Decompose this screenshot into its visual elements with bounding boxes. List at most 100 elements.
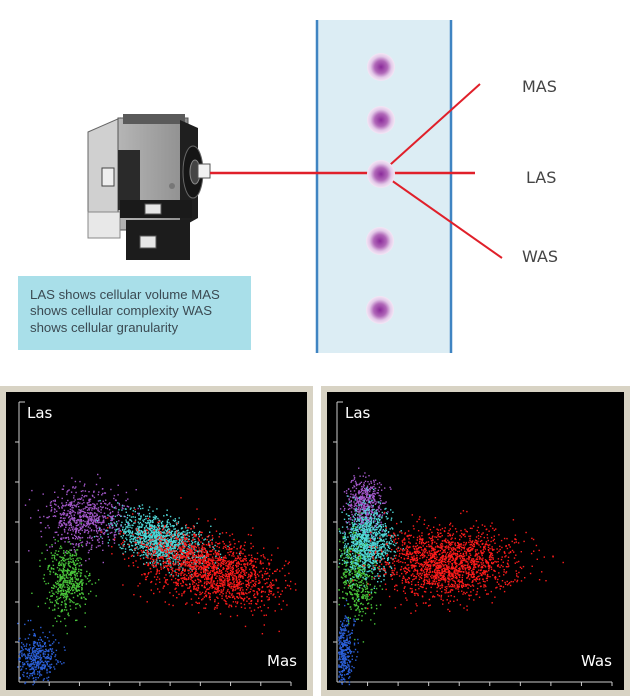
scatter-point bbox=[249, 568, 251, 571]
scatter-point bbox=[219, 553, 222, 555]
scatter-point bbox=[268, 591, 270, 593]
scatter-point bbox=[81, 592, 84, 594]
scatter-point bbox=[288, 572, 290, 575]
scatter-point bbox=[143, 514, 145, 516]
scatter-point bbox=[170, 543, 173, 546]
scatter-point bbox=[242, 560, 245, 562]
scatter-point bbox=[227, 581, 229, 583]
scatter-point bbox=[240, 560, 243, 562]
scatter-point bbox=[101, 515, 104, 517]
scatter-point bbox=[86, 523, 89, 526]
scatter-point bbox=[60, 569, 62, 571]
scatter-point bbox=[360, 557, 362, 560]
scatter-point bbox=[164, 555, 166, 557]
scatter-point bbox=[84, 520, 86, 523]
scatter-point bbox=[344, 652, 346, 654]
scatter-point bbox=[145, 515, 147, 518]
scatter-point bbox=[43, 667, 46, 670]
scatter-point bbox=[64, 564, 66, 566]
scatter-point bbox=[93, 536, 96, 538]
scatter-point bbox=[250, 561, 253, 563]
scatter-point bbox=[118, 504, 121, 506]
scatter-point bbox=[340, 648, 342, 650]
scatter-point bbox=[87, 516, 89, 519]
scatter-point bbox=[193, 527, 195, 529]
scatter-point bbox=[109, 527, 111, 529]
scatter-point bbox=[64, 554, 66, 556]
scatter-point bbox=[174, 571, 177, 574]
scatter-point bbox=[219, 555, 221, 557]
scatter-point bbox=[236, 580, 239, 582]
scatter-point bbox=[123, 515, 125, 518]
scatter-point bbox=[341, 632, 343, 634]
scatter-point bbox=[110, 522, 112, 524]
scatter-point bbox=[70, 501, 72, 503]
scatter-point bbox=[71, 533, 73, 536]
scatter-point bbox=[131, 530, 134, 533]
scatter-point bbox=[43, 665, 45, 667]
scatter-point bbox=[164, 561, 167, 563]
scatter-point bbox=[166, 554, 168, 556]
scatter-point bbox=[252, 527, 254, 529]
scatter-point bbox=[35, 676, 37, 679]
scatter-point bbox=[113, 518, 115, 520]
scatter-point bbox=[75, 578, 78, 580]
scatter-point bbox=[59, 590, 61, 593]
scatter-point bbox=[238, 581, 240, 584]
scatter-point bbox=[148, 534, 151, 537]
scatter-point bbox=[148, 572, 150, 574]
scatter-point bbox=[76, 549, 79, 551]
scatter-point bbox=[223, 563, 225, 565]
scatter-point bbox=[133, 538, 135, 540]
scatter-point bbox=[68, 541, 71, 543]
scatter-point bbox=[90, 519, 93, 521]
scatter-point bbox=[348, 677, 350, 679]
scatter-point bbox=[181, 593, 183, 595]
scatter-point bbox=[348, 664, 350, 666]
scatter-point bbox=[39, 654, 42, 656]
scatter-point bbox=[153, 542, 155, 544]
scatter-point bbox=[97, 535, 99, 538]
scatter-point bbox=[342, 629, 344, 631]
scatter-point bbox=[152, 516, 155, 518]
scatter-point bbox=[155, 548, 157, 551]
scatter-point bbox=[167, 549, 169, 551]
scatter-point bbox=[63, 560, 66, 562]
scatter-point bbox=[114, 522, 116, 525]
scatter-point bbox=[340, 651, 342, 653]
scatter-point bbox=[36, 663, 38, 666]
scatter-point bbox=[240, 597, 243, 599]
scatter-point bbox=[151, 554, 153, 556]
scatter-point bbox=[30, 653, 33, 655]
scatter-point bbox=[203, 559, 205, 562]
scatter-point bbox=[231, 568, 234, 571]
scatter-point bbox=[69, 561, 71, 563]
scatter-point bbox=[223, 583, 225, 586]
scatter-point bbox=[164, 538, 166, 540]
scatter-point bbox=[347, 641, 349, 643]
scatter-point bbox=[157, 548, 159, 551]
scatter-point bbox=[81, 588, 83, 590]
scatter-point bbox=[136, 529, 139, 531]
scatter-point bbox=[230, 594, 233, 596]
scatter-point bbox=[286, 584, 289, 587]
scatter-point bbox=[43, 650, 45, 653]
scatter-point bbox=[194, 543, 197, 545]
scatter-point bbox=[45, 657, 47, 660]
scatter-point bbox=[144, 546, 146, 548]
scatter-point bbox=[68, 570, 70, 572]
scatter-point bbox=[90, 546, 93, 548]
scatter-point bbox=[348, 681, 351, 683]
scatter-point bbox=[127, 525, 129, 527]
scatter-point bbox=[88, 580, 90, 583]
scatter-point bbox=[214, 518, 216, 520]
scatter-point bbox=[180, 577, 182, 580]
scatter-point bbox=[60, 585, 62, 587]
scatter-point bbox=[57, 534, 59, 536]
scatter-point bbox=[234, 557, 237, 559]
scatter-point bbox=[82, 499, 84, 501]
scatter-point bbox=[184, 578, 187, 580]
scatter-point bbox=[342, 649, 345, 651]
scatter-point bbox=[171, 535, 174, 538]
scatter-point bbox=[204, 594, 207, 597]
